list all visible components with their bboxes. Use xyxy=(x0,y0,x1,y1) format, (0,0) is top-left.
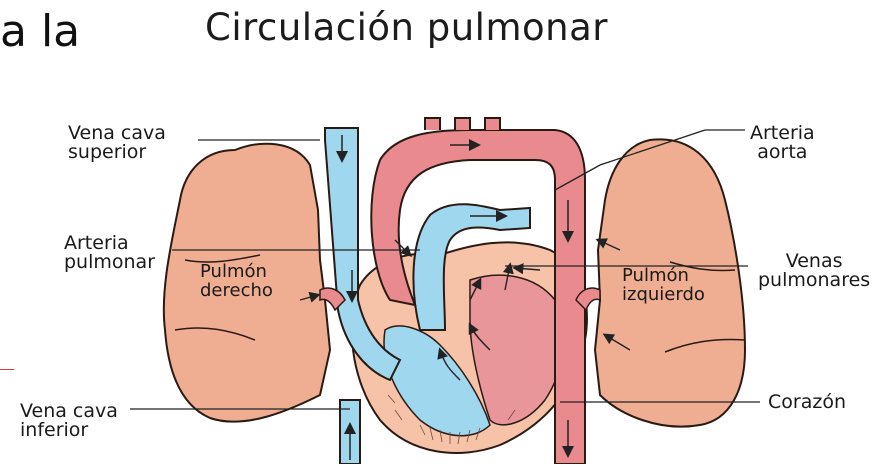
cut-off-heading: a la xyxy=(0,6,80,57)
label-venas-pulmonares: Venas pulmonares xyxy=(758,252,870,290)
label-vena-cava-superior: Vena cava superior xyxy=(68,124,166,162)
diagram-title: Circulación pulmonar xyxy=(205,6,608,49)
red-line-fragment xyxy=(0,369,14,370)
label-pulmon-izquierdo: Pulmón izquierdo xyxy=(622,266,705,304)
label-corazon: Corazón xyxy=(768,393,846,412)
label-vena-cava-inferior: Vena cava inferior xyxy=(20,402,118,440)
label-pulmon-derecho: Pulmón derecho xyxy=(200,262,273,300)
label-arteria-aorta: Arteria aorta xyxy=(750,124,815,162)
label-arteria-pulmonar: Arteria pulmonar xyxy=(64,234,155,272)
